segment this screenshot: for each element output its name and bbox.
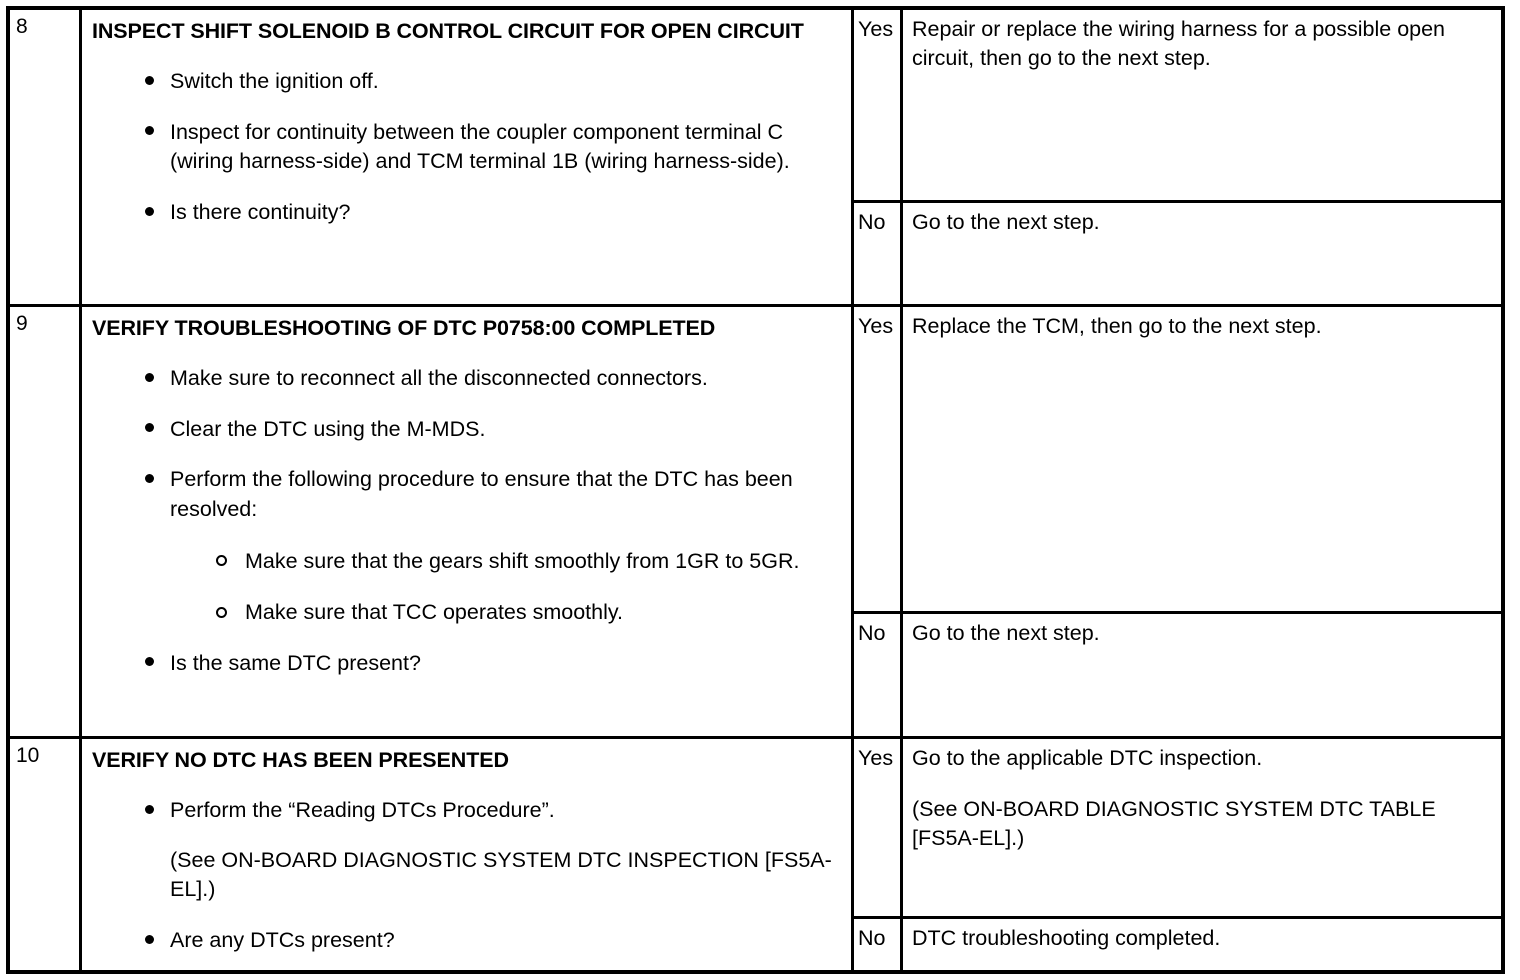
filled-bullet-icon [145, 657, 154, 667]
filled-bullet-icon [145, 75, 154, 85]
answer-key: No [854, 614, 903, 736]
answer-paragraph: Repair or replace the wiring harness for… [912, 17, 1446, 71]
answer-action: Go to the applicable DTC inspection. (Se… [903, 739, 1501, 916]
step-number-cell: 8 [10, 10, 82, 304]
answer-row-no: No DTC troubleshooting completed. [854, 916, 1501, 971]
step-number-cell: 9 [10, 307, 82, 736]
list-item-label: Clear the DTC using the M-MDS. [170, 416, 486, 441]
step-title: VERIFY TROUBLESHOOTING OF DTC P0758:00 C… [92, 316, 716, 340]
answer-action: Go to the next step. [903, 203, 1501, 304]
list-item: Clear the DTC using the M-MDS. [92, 415, 839, 445]
step-title: VERIFY NO DTC HAS BEEN PRESENTED [92, 748, 509, 772]
list-item-label: Make sure that TCC operates smoothly. [245, 600, 624, 625]
list-item-label: Is the same DTC present? [170, 650, 421, 675]
hollow-bullet-icon [216, 555, 227, 567]
table-row-step-10: 10 VERIFY NO DTC HAS BEEN PRESENTED Perf… [10, 736, 1501, 971]
answer-key: Yes [854, 739, 903, 916]
list-item-label: Make sure to reconnect all the disconnec… [170, 365, 708, 390]
list-item: Perform the “Reading DTCs Procedure”. [92, 796, 839, 826]
filled-bullet-icon [145, 126, 154, 136]
step-final-bullet-list: Are any DTCs present? [92, 926, 839, 956]
step-bullet-list: Switch the ignition off. Inspect for con… [92, 67, 839, 228]
answer-action: DTC troubleshooting completed. [903, 919, 1501, 971]
list-item: Is there continuity? [92, 198, 839, 228]
list-item: Make sure that TCC operates smoothly. [92, 598, 839, 628]
list-item: Switch the ignition off. [92, 67, 839, 97]
answer-row-yes: Yes Go to the applicable DTC inspection.… [854, 739, 1501, 916]
answer-paragraph: DTC troubleshooting completed. [912, 926, 1221, 950]
list-item: Inspect for continuity between the coupl… [92, 118, 839, 177]
step-reference-note: (See ON-BOARD DIAGNOSTIC SYSTEM DTC INSP… [170, 847, 832, 902]
filled-bullet-icon [145, 473, 154, 483]
step-inspection-cell: VERIFY NO DTC HAS BEEN PRESENTED Perform… [82, 739, 854, 971]
answer-action: Go to the next step. [903, 614, 1501, 736]
filled-bullet-icon [145, 934, 154, 944]
answer-row-no: No Go to the next step. [854, 200, 1501, 304]
answer-reference-note: (See ON-BOARD DIAGNOSTIC SYSTEM DTC TABL… [912, 797, 1436, 851]
step-number: 10 [16, 744, 40, 767]
answer-row-yes: Yes Replace the TCM, then go to the next… [854, 307, 1501, 611]
step-number: 9 [16, 312, 28, 335]
answer-paragraph: Replace the TCM, then go to the next ste… [912, 314, 1322, 338]
answer-row-no: No Go to the next step. [854, 611, 1501, 736]
list-item-label: Are any DTCs present? [170, 927, 395, 952]
answer-paragraph: Go to the next step. [912, 210, 1100, 234]
step-inspection-cell: VERIFY TROUBLESHOOTING OF DTC P0758:00 C… [82, 307, 854, 736]
table-row-step-8: 8 INSPECT SHIFT SOLENOID B CONTROL CIRCU… [10, 10, 1501, 304]
step-inspection-cell: INSPECT SHIFT SOLENOID B CONTROL CIRCUIT… [82, 10, 854, 304]
list-item-label: Make sure that the gears shift smoothly … [245, 548, 800, 573]
step-bullet-list: Perform the “Reading DTCs Procedure”. [92, 796, 839, 826]
list-item: Are any DTCs present? [92, 926, 839, 956]
step-answers-cell: Yes Repair or replace the wiring harness… [854, 10, 1501, 304]
list-item-label: Inspect for continuity between the coupl… [170, 119, 790, 174]
answer-paragraph: Go to the applicable DTC inspection. [912, 746, 1263, 770]
answer-row-yes: Yes Repair or replace the wiring harness… [854, 10, 1501, 200]
hollow-bullet-icon [216, 606, 227, 618]
answer-key: No [854, 919, 903, 971]
step-sub-bullet-list: Make sure that the gears shift smoothly … [92, 547, 839, 628]
list-item: Make sure that the gears shift smoothly … [92, 547, 839, 577]
step-title: INSPECT SHIFT SOLENOID B CONTROL CIRCUIT… [92, 19, 804, 43]
list-item: Perform the following procedure to ensur… [92, 465, 839, 524]
answer-key: Yes [854, 307, 903, 611]
step-answers-cell: Yes Go to the applicable DTC inspection.… [854, 739, 1501, 971]
table-row-step-9: 9 VERIFY TROUBLESHOOTING OF DTC P0758:00… [10, 304, 1501, 736]
step-answers-cell: Yes Replace the TCM, then go to the next… [854, 307, 1501, 736]
step-final-bullet-list: Is the same DTC present? [92, 649, 839, 679]
list-item: Is the same DTC present? [92, 649, 839, 679]
filled-bullet-icon [145, 804, 154, 814]
list-item-label: Perform the following procedure to ensur… [170, 467, 793, 521]
answer-action: Replace the TCM, then go to the next ste… [903, 307, 1501, 611]
filled-bullet-icon [145, 423, 154, 433]
answer-action: Repair or replace the wiring harness for… [903, 10, 1501, 200]
answer-paragraph: Go to the next step. [912, 621, 1100, 645]
answer-key: No [854, 203, 903, 304]
list-item: Make sure to reconnect all the disconnec… [92, 364, 839, 394]
list-item-label: Perform the “Reading DTCs Procedure”. [170, 797, 555, 822]
step-number-cell: 10 [10, 739, 82, 971]
list-item-label: Is there continuity? [170, 199, 351, 224]
list-item-label: Switch the ignition off. [170, 68, 379, 93]
step-number: 8 [16, 15, 28, 38]
filled-bullet-icon [145, 372, 154, 382]
filled-bullet-icon [145, 206, 154, 216]
answer-key: Yes [854, 10, 903, 200]
step-bullet-list: Make sure to reconnect all the disconnec… [92, 364, 839, 525]
dtc-inspection-table: 8 INSPECT SHIFT SOLENOID B CONTROL CIRCU… [6, 6, 1505, 974]
